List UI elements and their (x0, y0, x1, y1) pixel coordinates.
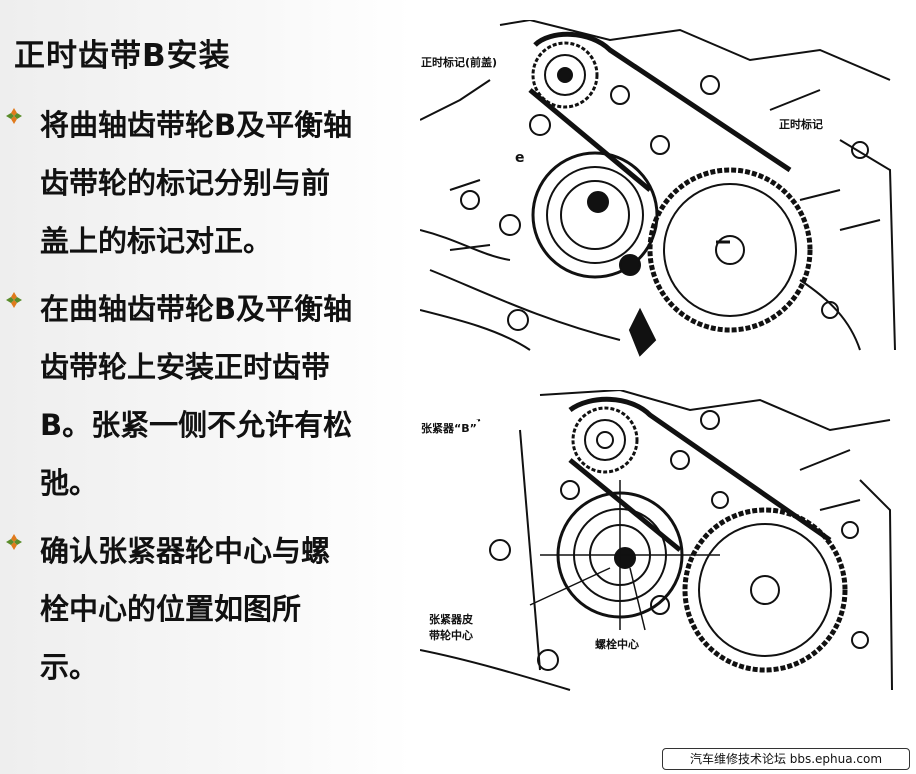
label-timing-mark-front: 正时标记(前盖) (420, 54, 499, 70)
bullet-line: 将曲轴齿带轮B及平衡轴 (40, 108, 353, 142)
label-tensioner-pulley-center-line1: 张紧器皮 (429, 613, 473, 626)
timing-belt-diagram-top: 正时标记(前盖) 正时标记 e (420, 20, 900, 360)
diamond-bullet-icon (6, 292, 22, 308)
forum-watermark: 汽车维修技术论坛 bbs.ephua.com (662, 748, 910, 770)
bullet-line: 齿带轮上安装正时齿带 (40, 350, 331, 384)
diamond-bullet-icon (6, 534, 22, 550)
label-tensioner-pulley-center-line2: 带轮中心 (429, 629, 473, 642)
bullet-line: B。张紧一侧不允许有松 (40, 408, 353, 442)
bullet-line: 示。 (40, 650, 99, 684)
label-e: e (514, 150, 526, 166)
bullet-list: 将曲轴齿带轮B及平衡轴 齿带轮的标记分别与前 盖上的标记对正。 在曲轴齿带轮B及… (0, 96, 410, 706)
engine-sketch-bottom (420, 390, 893, 691)
bullet-line: 齿带轮的标记分别与前 (40, 166, 331, 200)
label-tensioner-pulley-center: 张紧器皮 带轮中心 (428, 612, 474, 644)
bullet-item: 确认张紧器轮中心与螺 栓中心的位置如图所 示。 (0, 522, 410, 696)
bullet-line: 在曲轴齿带轮B及平衡轴 (40, 292, 353, 326)
bullet-item: 将曲轴齿带轮B及平衡轴 齿带轮的标记分别与前 盖上的标记对正。 (0, 96, 410, 270)
label-bolt-center: 螺栓中心 (594, 636, 640, 652)
bullet-line: 栓中心的位置如图所 (40, 592, 302, 626)
bullet-line: 弛。 (40, 466, 99, 500)
diamond-bullet-icon (6, 108, 22, 124)
timing-belt-diagram-bottom: 张紧器“B” 张紧器皮 带轮中心 螺栓中心 (420, 390, 900, 695)
slide-title: 正时齿带B安装 (14, 38, 231, 74)
bullet-line: 确认张紧器轮中心与螺 (40, 534, 331, 568)
label-tensioner: 张紧器“B” (420, 420, 478, 436)
engine-sketch-top (420, 20, 896, 357)
label-timing-mark: 正时标记 (778, 116, 824, 132)
bullet-item: 在曲轴齿带轮B及平衡轴 齿带轮上安装正时齿带 B。张紧一侧不允许有松 弛。 (0, 280, 410, 512)
bullet-line: 盖上的标记对正。 (40, 224, 273, 258)
